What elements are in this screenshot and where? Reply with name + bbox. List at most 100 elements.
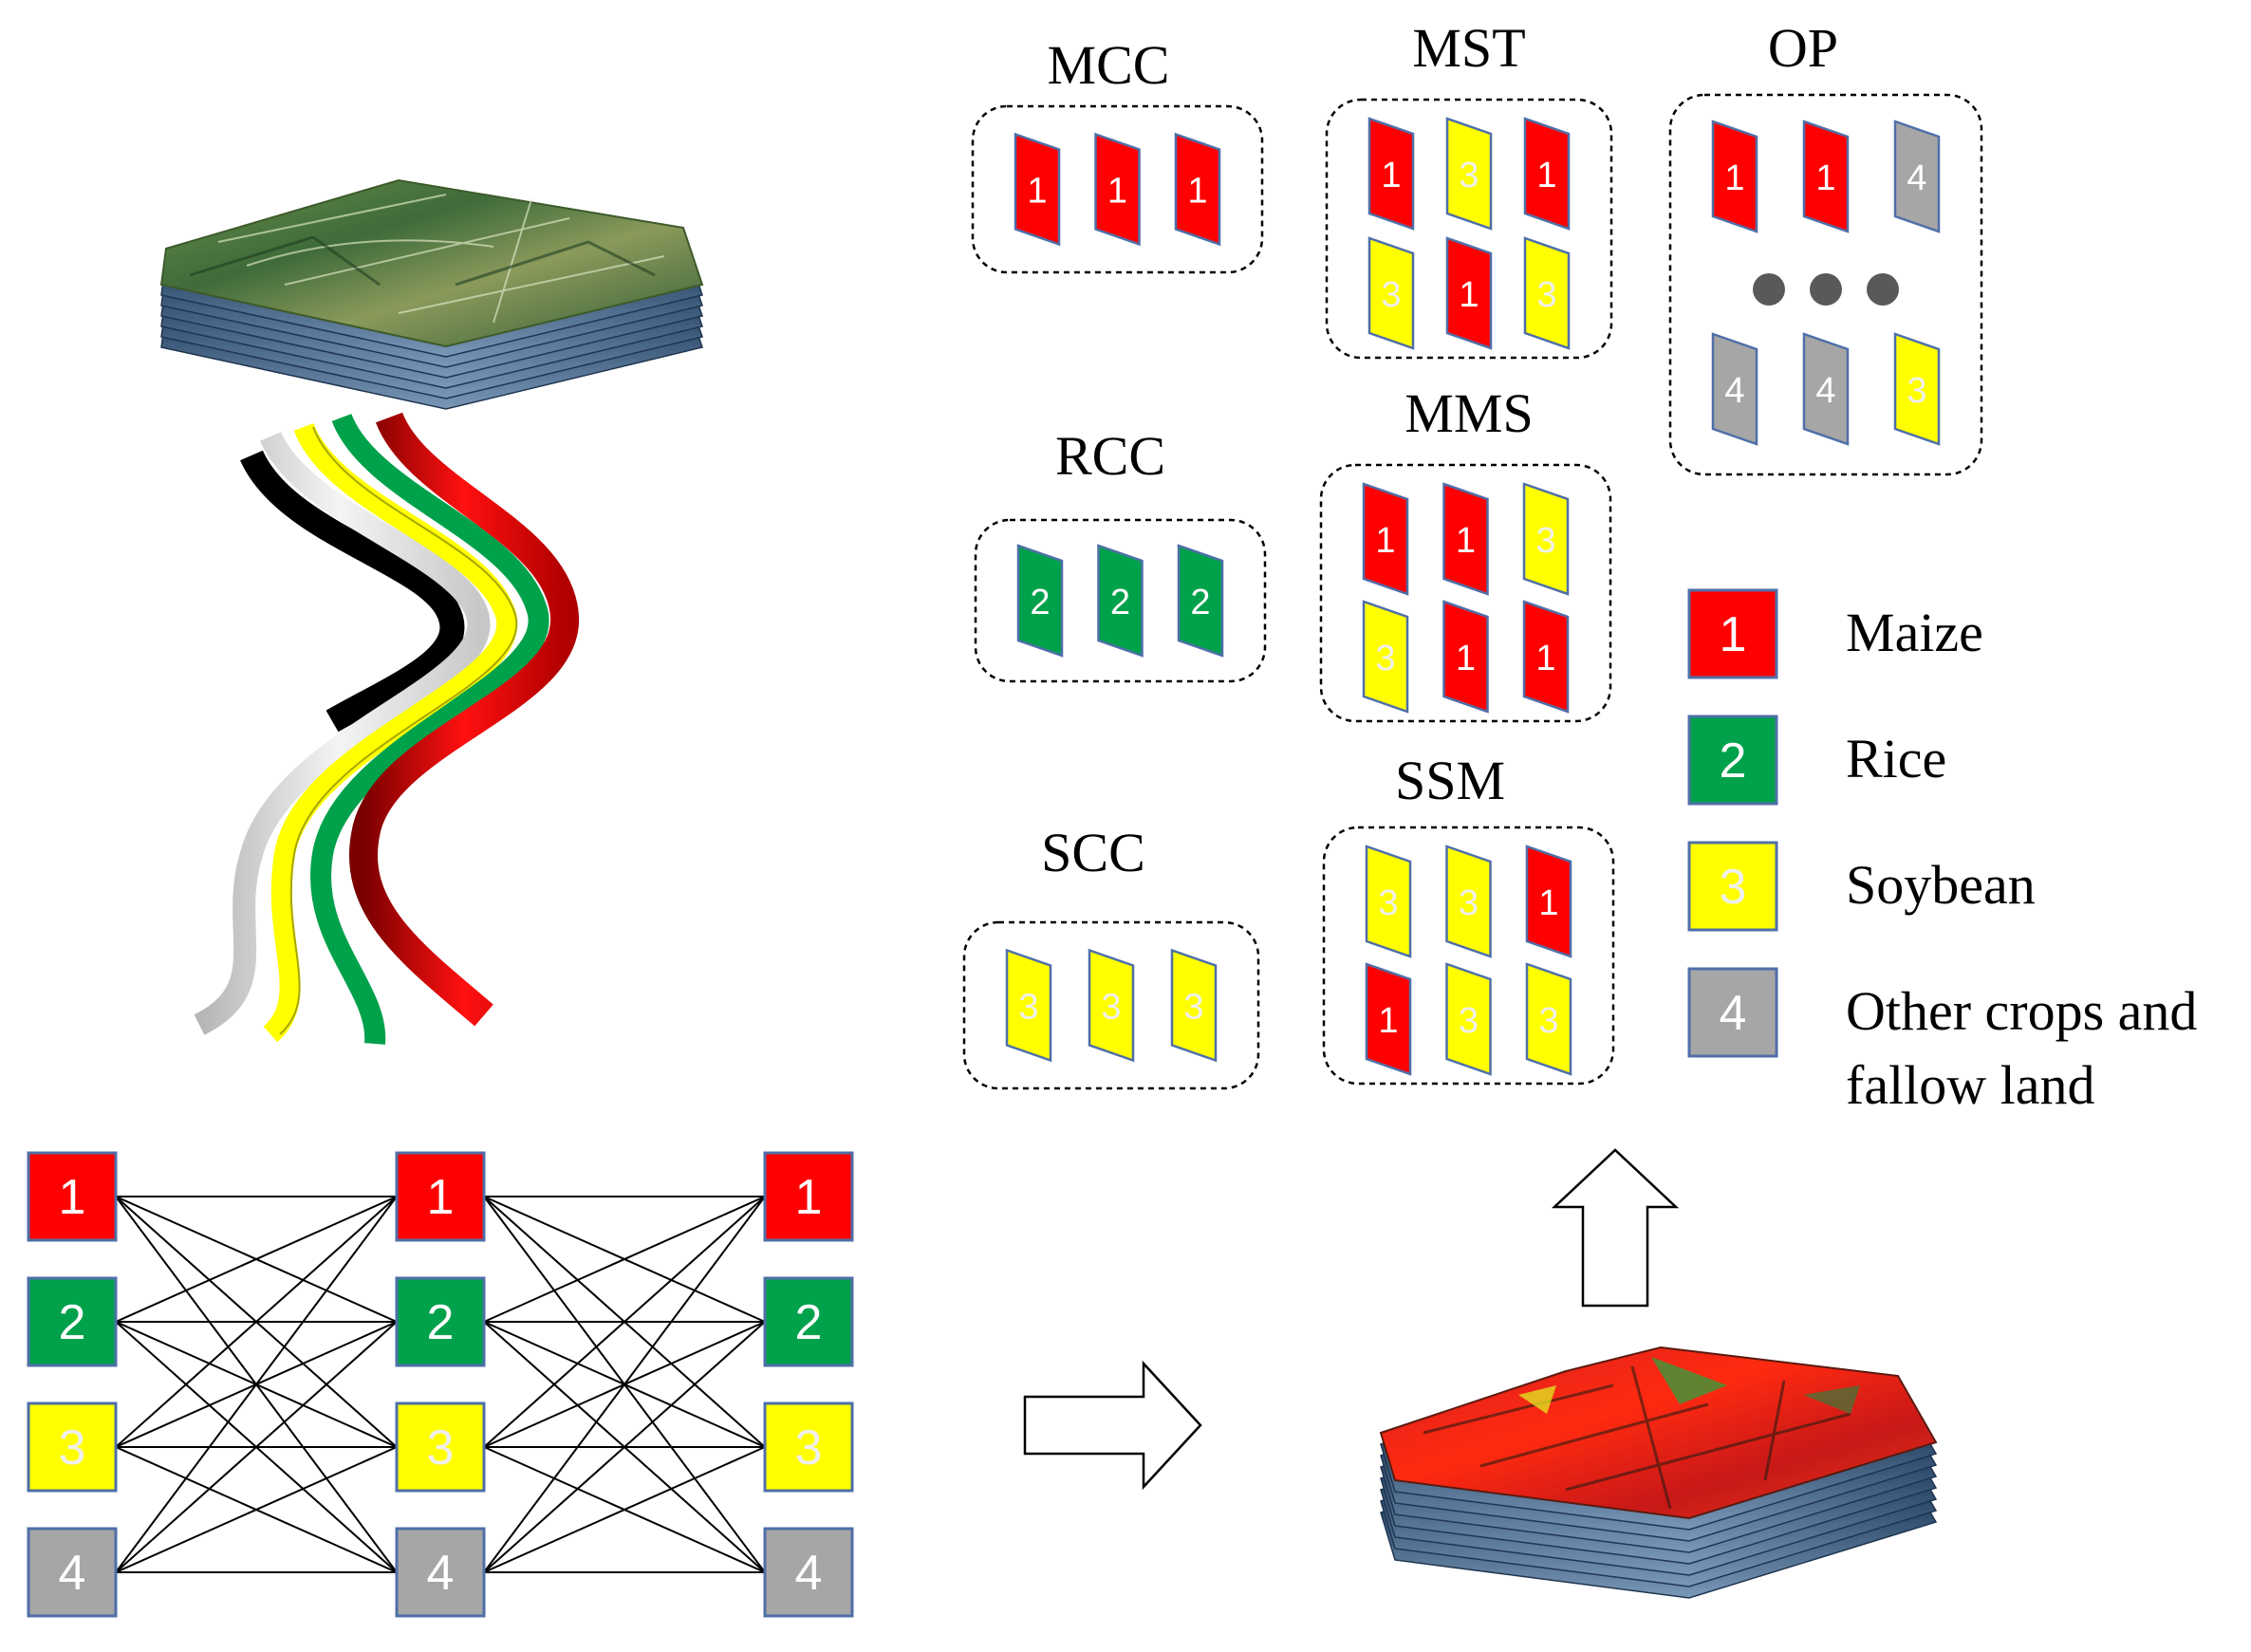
network-node-label: 2 — [427, 1295, 455, 1350]
crop-tile-label: 1 — [1381, 156, 1401, 195]
crop-tile-1: 1 — [1802, 120, 1850, 233]
group-box — [974, 518, 1267, 683]
network-node-label: 1 — [427, 1170, 455, 1225]
network-node-label: 2 — [59, 1295, 86, 1350]
top-image-stack — [159, 178, 704, 410]
crop-tile-1: 1 — [1445, 236, 1493, 350]
crop-tile-label: 1 — [1107, 172, 1127, 212]
crop-tile-2: 2 — [1097, 544, 1144, 658]
legend-label: Maize — [1846, 602, 1983, 663]
network-node-label: 3 — [59, 1420, 86, 1476]
crop-tile-label: 1 — [1378, 1001, 1398, 1041]
crop-tile-label: 3 — [1459, 156, 1479, 195]
crop-tile-label: 3 — [1101, 988, 1121, 1028]
crop-tile-label: 3 — [1459, 883, 1479, 923]
legend-label: Rice — [1846, 728, 1946, 789]
transition-edge — [115, 1196, 398, 1323]
crop-tile-label: 1 — [1535, 639, 1555, 678]
network-node-label: 3 — [427, 1420, 455, 1476]
transition-edge — [483, 1321, 766, 1573]
network-node-2: 2 — [395, 1276, 486, 1367]
crop-tile-1: 1 — [1522, 600, 1570, 714]
crop-tile-label: 3 — [1018, 988, 1038, 1028]
crop-tile-1: 1 — [1362, 482, 1409, 596]
crop-tile-3: 3 — [1005, 948, 1052, 1063]
crop-tile-label: 1 — [1375, 521, 1395, 561]
crop-tile-label: 1 — [1187, 172, 1207, 212]
legend-label: Other crops and — [1846, 980, 2197, 1042]
crop-tile-label: 2 — [1190, 583, 1210, 622]
crop-tile-2: 2 — [1177, 544, 1224, 658]
crop-tile-3: 3 — [1445, 962, 1492, 1076]
crop-tile-label: 3 — [1183, 988, 1203, 1028]
crop-tile-label: 4 — [1724, 371, 1744, 411]
legend-swatch — [1687, 715, 1778, 806]
legend-code: 2 — [1720, 733, 1747, 789]
ribbon-yellow — [263, 422, 518, 1043]
group-box — [962, 920, 1260, 1090]
crop-tile-label: 1 — [1538, 883, 1558, 923]
ribbon-green — [310, 413, 549, 1045]
network-node-1: 1 — [27, 1151, 118, 1242]
crop-tile-1: 1 — [1367, 117, 1415, 231]
group-box — [1668, 93, 1983, 476]
group-title: MMS — [1405, 382, 1533, 444]
crop-tile-label: 4 — [1907, 158, 1926, 198]
crop-tile-3: 3 — [1088, 948, 1135, 1063]
legend-code: 4 — [1720, 986, 1747, 1041]
network-node-3: 3 — [763, 1401, 854, 1493]
ribbon-white — [194, 431, 491, 1035]
group-box — [1319, 463, 1612, 723]
crop-tile-2: 2 — [1016, 544, 1064, 658]
group-box — [1325, 98, 1613, 360]
group-box — [1322, 826, 1615, 1086]
legend-code: 1 — [1720, 607, 1747, 662]
network-node-3: 3 — [27, 1401, 118, 1493]
network-node-1: 1 — [395, 1151, 486, 1242]
crop-tile-label: 1 — [1815, 158, 1835, 198]
legend-swatch — [1687, 588, 1778, 679]
group-mms: MMS 1 1 33 1 1 — [1319, 382, 1612, 723]
transition-edge — [483, 1196, 766, 1323]
network-node-4: 4 — [763, 1527, 854, 1618]
crop-tile-label: 1 — [1456, 521, 1476, 561]
group-box — [971, 104, 1264, 274]
group-title: MCC — [1048, 34, 1170, 96]
crop-tile-1: 1 — [1442, 482, 1489, 596]
crop-tile-3: 3 — [1362, 600, 1409, 714]
crop-tile-label: 2 — [1110, 583, 1130, 622]
crop-tile-label: 2 — [1030, 583, 1050, 622]
crop-tile-1: 1 — [1711, 120, 1758, 233]
crop-tile-label: 1 — [1536, 156, 1556, 195]
crop-tile-label: 3 — [1536, 275, 1556, 315]
crop-tile-1: 1 — [1174, 132, 1221, 247]
transition-edge — [115, 1321, 398, 1573]
network-node-2: 2 — [763, 1276, 854, 1367]
transition-edge — [115, 1196, 398, 1448]
legend-swatch — [1687, 967, 1778, 1058]
network-node-1: 1 — [763, 1151, 854, 1242]
ellipsis-dot-icon — [1867, 273, 1899, 306]
crop-tile-4: 4 — [1711, 332, 1758, 446]
transition-edge — [483, 1196, 766, 1573]
crop-tile-label: 3 — [1381, 275, 1401, 315]
network-node-label: 3 — [795, 1420, 823, 1476]
crop-tile-label: 3 — [1459, 1001, 1479, 1041]
crop-tile-label: 3 — [1378, 883, 1398, 923]
crop-tile-3: 3 — [1522, 482, 1570, 596]
network-node-4: 4 — [27, 1527, 118, 1618]
legend-swatch — [1687, 841, 1778, 932]
ribbon-black — [240, 450, 465, 733]
crop-tile-label: 1 — [1456, 639, 1476, 678]
trajectory-ribbons — [194, 411, 579, 1045]
legend-code: 3 — [1720, 860, 1747, 915]
crop-tile-3: 3 — [1170, 948, 1218, 1063]
legend-item-1: 1 Maize — [1687, 588, 1983, 679]
